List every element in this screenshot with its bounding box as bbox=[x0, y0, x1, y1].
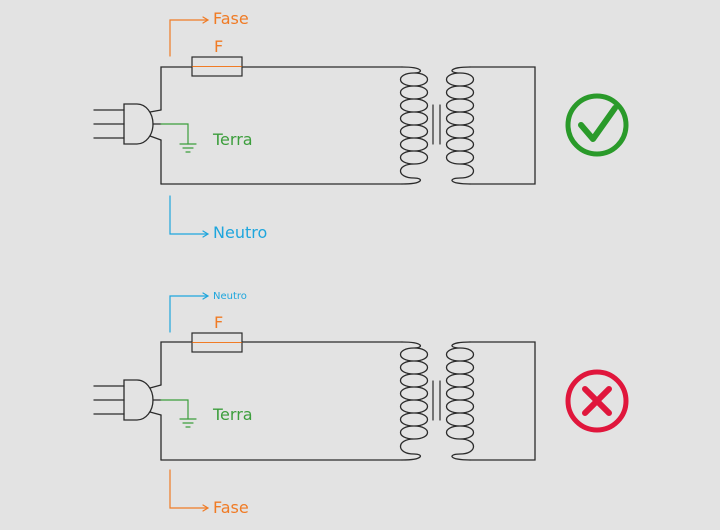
panel-correct: Fase F Terra bbox=[93, 9, 629, 242]
fuse-label: F bbox=[214, 313, 223, 332]
circuit-wires bbox=[160, 341, 403, 461]
transformer-core bbox=[432, 380, 441, 421]
check-icon bbox=[565, 93, 629, 157]
top-label-arrow bbox=[169, 16, 210, 57]
bottom-label-arrow bbox=[169, 469, 210, 512]
plug-icon bbox=[93, 103, 162, 145]
circuit-wires bbox=[160, 66, 403, 185]
ground-label: Terra bbox=[212, 405, 253, 424]
transformer-primary-coil bbox=[399, 66, 429, 185]
ground-icon bbox=[160, 123, 197, 153]
top-label: Fase bbox=[213, 9, 249, 28]
bottom-label: Fase bbox=[213, 498, 249, 517]
plug-icon bbox=[93, 379, 162, 421]
transformer-secondary-coil bbox=[445, 341, 536, 461]
top-label: Neutro bbox=[213, 291, 247, 302]
top-label-arrow bbox=[169, 292, 210, 333]
panel-wrong: Neutro F Terra bbox=[93, 291, 629, 517]
fuse-label: F bbox=[214, 37, 223, 56]
transformer-core bbox=[432, 104, 441, 145]
transformer-secondary-coil bbox=[445, 66, 536, 185]
transformer-primary-coil bbox=[399, 341, 429, 461]
ground-icon bbox=[160, 399, 197, 428]
cross-icon bbox=[565, 369, 629, 433]
ground-label: Terra bbox=[212, 130, 253, 149]
bottom-label-arrow bbox=[169, 195, 210, 238]
bottom-label: Neutro bbox=[213, 223, 267, 242]
